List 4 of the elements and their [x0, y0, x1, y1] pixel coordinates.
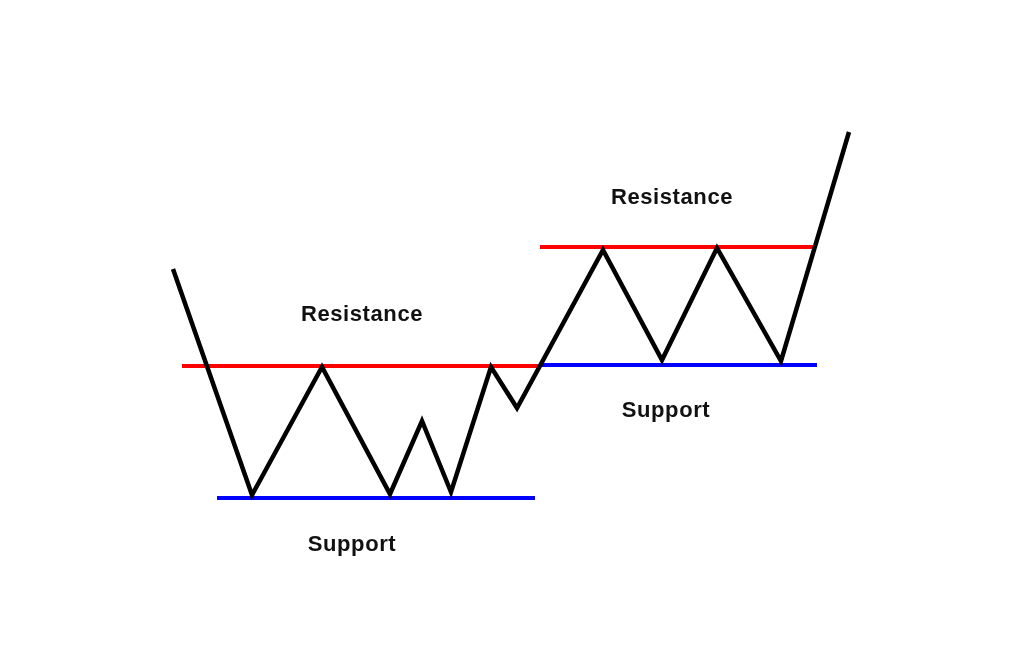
level-label: Support: [621, 397, 711, 423]
level-label: Resistance: [610, 184, 734, 210]
level-label: Support: [307, 531, 397, 557]
level-label: Resistance: [300, 301, 424, 327]
